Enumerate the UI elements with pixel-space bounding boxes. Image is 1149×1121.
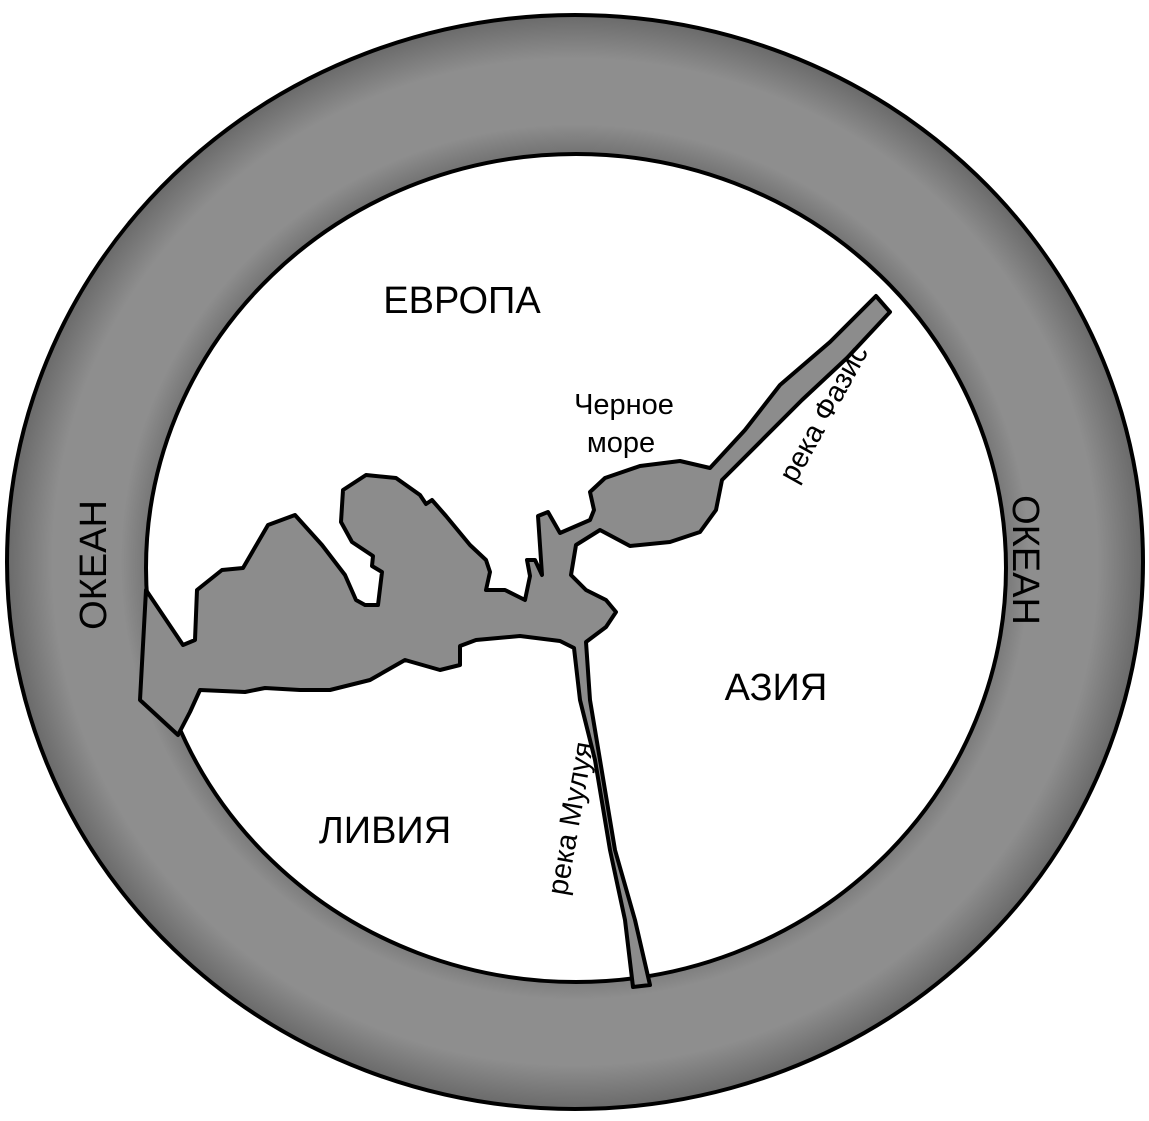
label-ocean-right: ОКЕАН [1004,495,1046,625]
label-libya: ЛИВИЯ [319,810,451,852]
mediterranean-sea-and-rivers [138,294,892,989]
label-europe: ЕВРОПА [383,280,541,322]
label-ocean-left: ОКЕАН [73,500,115,630]
label-black-sea-line2: море [587,427,655,459]
label-asia: АЗИЯ [725,667,828,709]
land-disc [144,152,1008,984]
label-black-sea-line1: Черное [574,389,674,421]
